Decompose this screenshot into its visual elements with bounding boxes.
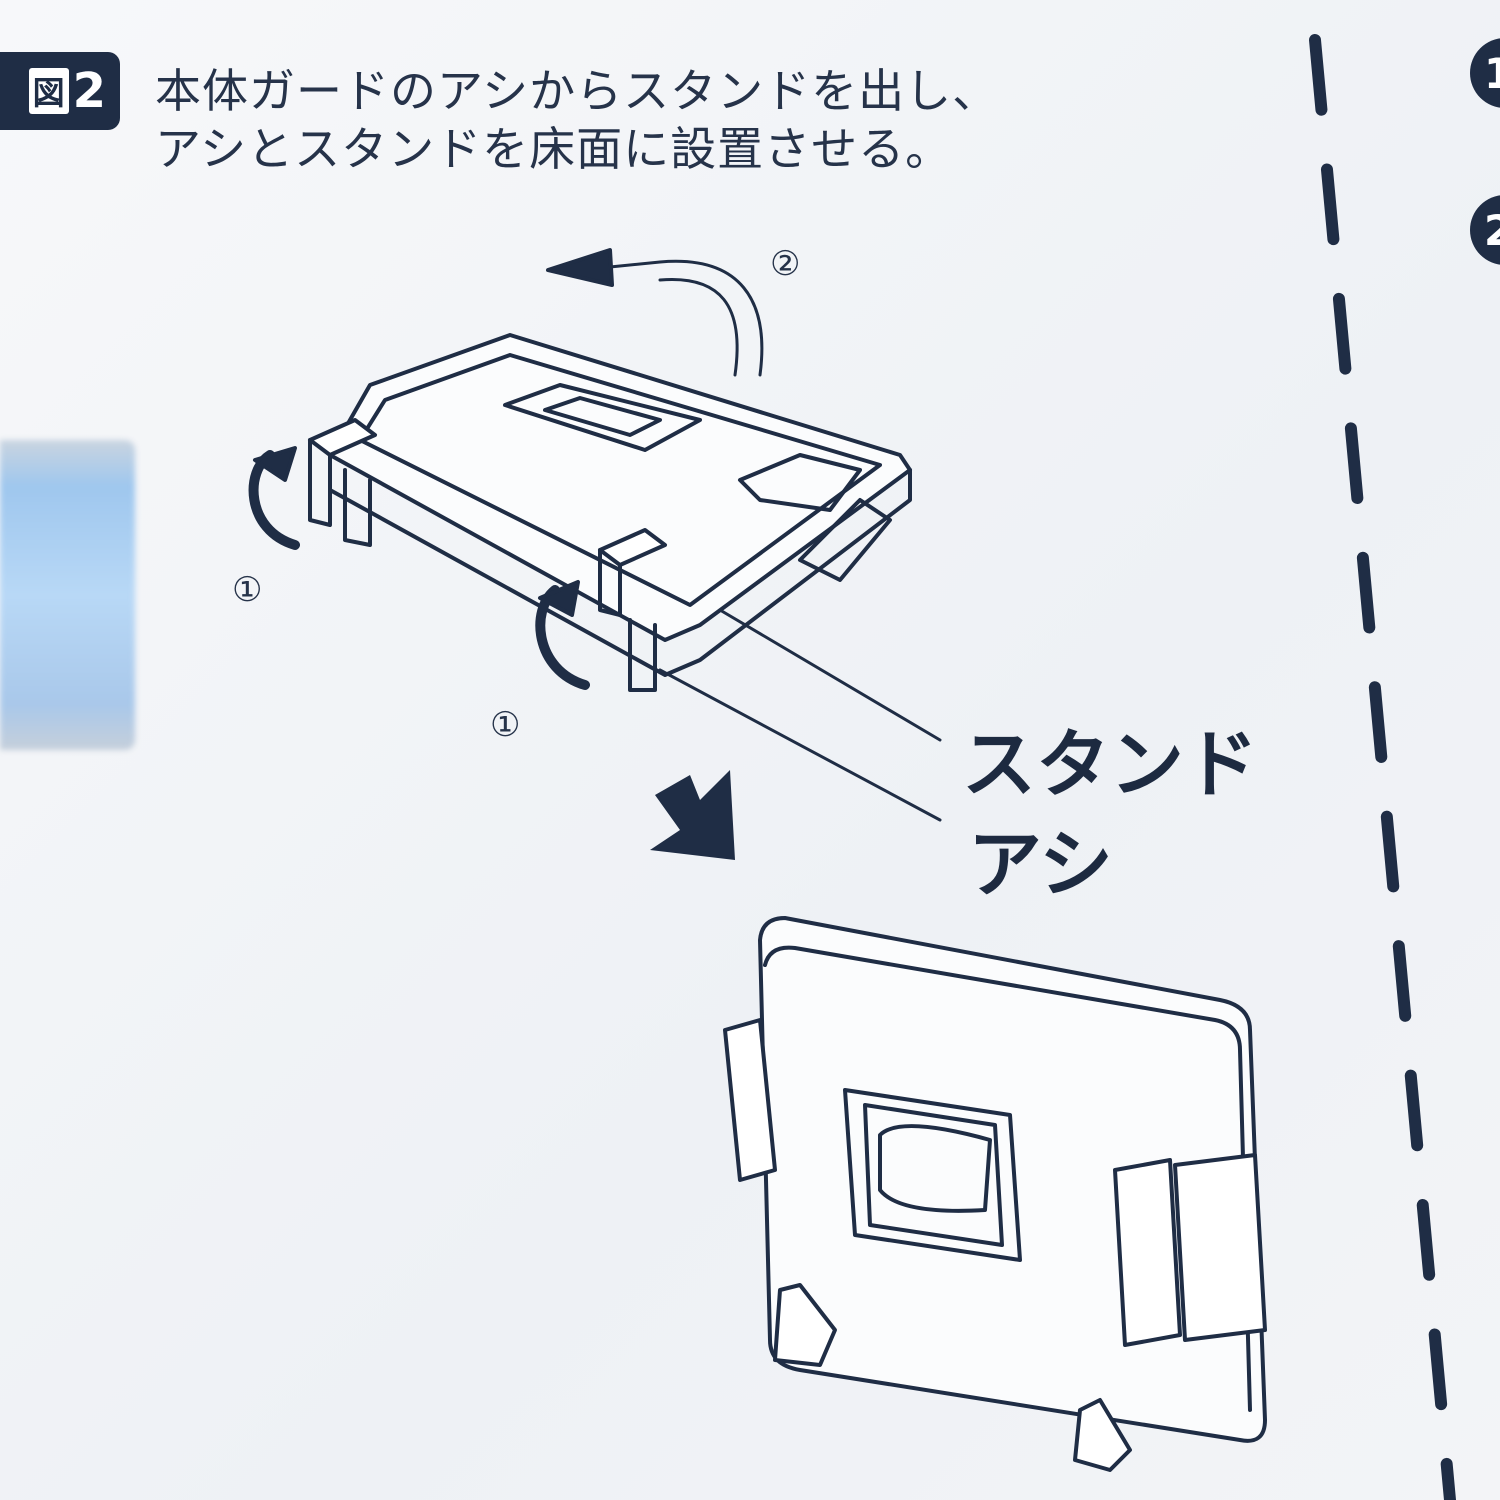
leg-leader-line <box>658 668 942 822</box>
step-marker-1-left: ① <box>232 570 263 610</box>
figure-badge: 図 2 <box>0 52 120 130</box>
down-arrow-icon <box>650 770 735 860</box>
instruction-text: 本体ガードのアシからスタンドを出し、 アシとスタンドを床面に設置させる。 <box>155 62 999 178</box>
standing-guard-drawing <box>723 916 1267 1472</box>
stand-label: スタンド <box>962 722 1258 808</box>
dashed-divider <box>1309 34 1456 1500</box>
flat-guard-drawing <box>308 333 912 692</box>
figure-prefix: 図 <box>28 68 69 114</box>
rotate-leg-arrow-icon-left <box>248 446 300 550</box>
blurred-product-photo <box>0 440 135 750</box>
step-marker-2: ② <box>770 244 801 284</box>
right-step-1: 1 <box>1470 38 1500 108</box>
rotate-arrow-icon <box>546 248 764 377</box>
stand-leader-line <box>718 608 942 742</box>
figure-number: 2 <box>72 63 106 119</box>
instruction-line-2: アシとスタンドを床面に設置させる。 <box>155 122 953 176</box>
instruction-line-1: 本体ガードのアシからスタンドを出し、 <box>155 64 1000 118</box>
rotate-leg-arrow-icon-front <box>535 580 590 690</box>
leg-label: アシ <box>968 822 1114 908</box>
step-marker-1-front: ① <box>490 705 521 745</box>
